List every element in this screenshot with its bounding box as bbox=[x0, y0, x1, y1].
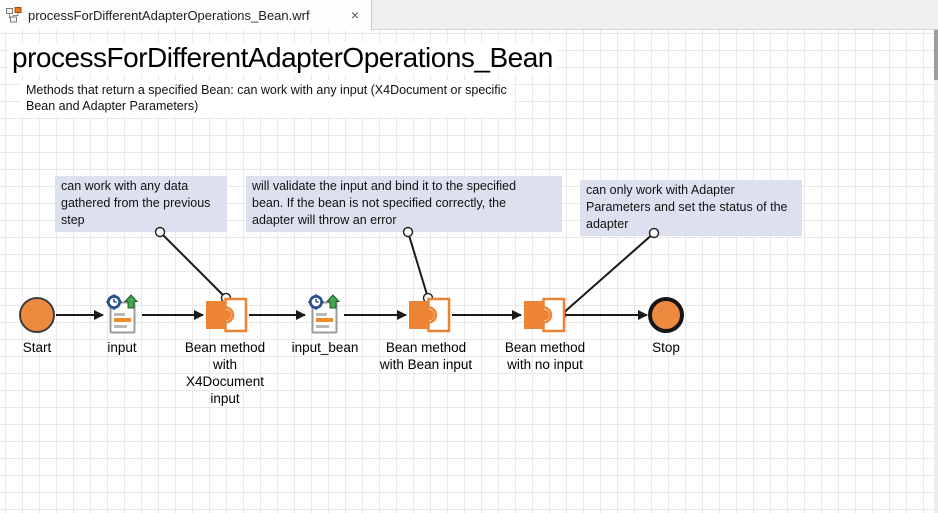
editor-tab[interactable]: processForDifferentAdapterOperations_Bea… bbox=[0, 0, 372, 30]
node-bean-method-x4document[interactable] bbox=[204, 297, 248, 338]
node-label-input-bean: input_bean bbox=[291, 340, 359, 355]
scrollbar-thumb[interactable] bbox=[934, 30, 938, 80]
vertical-scrollbar[interactable] bbox=[934, 30, 938, 513]
editor-tab-bar: processForDifferentAdapterOperations_Bea… bbox=[0, 0, 938, 30]
bean-method-icon bbox=[206, 297, 248, 333]
diagram-title: processForDifferentAdapterOperations_Bea… bbox=[8, 42, 557, 74]
node-label-input: input bbox=[107, 340, 137, 355]
close-icon[interactable]: × bbox=[350, 7, 360, 23]
annotation-connector-3[interactable] bbox=[560, 232, 655, 316]
annotation-connector-2[interactable] bbox=[407, 231, 429, 299]
node-input-bean[interactable] bbox=[306, 293, 343, 340]
transition-arrow[interactable] bbox=[452, 310, 522, 320]
document-task-icon bbox=[307, 293, 341, 334]
diagram-canvas: processForDifferentAdapterOperations_Bea… bbox=[0, 30, 934, 513]
upload-arrow-icon bbox=[123, 294, 139, 309]
node-start-event[interactable] bbox=[19, 297, 55, 333]
gear-clock-icon bbox=[105, 293, 123, 311]
document-task-icon bbox=[105, 293, 139, 334]
transition-arrow[interactable] bbox=[565, 310, 648, 320]
annotation-note-2[interactable]: will validate the input and bind it to t… bbox=[246, 176, 562, 232]
annotation-note-3[interactable]: can only work with Adapter Parameters an… bbox=[580, 180, 802, 236]
tab-title: processForDifferentAdapterOperations_Bea… bbox=[28, 7, 310, 23]
transition-arrow[interactable] bbox=[344, 310, 407, 320]
bean-method-icon bbox=[524, 297, 566, 333]
node-input[interactable] bbox=[104, 293, 141, 340]
node-label-start: Start bbox=[22, 340, 52, 355]
annotation-note-1[interactable]: can work with any data gathered from the… bbox=[55, 176, 227, 232]
transition-arrow[interactable] bbox=[142, 310, 204, 320]
node-label-stop: Stop bbox=[652, 340, 680, 355]
node-label-bean-method-bean-input: Bean method with Bean input bbox=[379, 340, 473, 372]
gear-clock-icon bbox=[307, 293, 325, 311]
node-stop-event[interactable] bbox=[648, 297, 684, 333]
diagram-subtitle: Methods that return a specified Bean: ca… bbox=[20, 80, 513, 117]
transition-arrow[interactable] bbox=[56, 310, 104, 320]
node-label-bean-method-no-input: Bean method with no input bbox=[504, 340, 586, 372]
bean-method-icon bbox=[409, 297, 451, 333]
transition-arrow[interactable] bbox=[249, 310, 306, 320]
annotation-connector-1[interactable] bbox=[159, 231, 227, 299]
node-label-bean-method-x4document: Bean method with X4Document input bbox=[184, 340, 266, 406]
node-bean-method-no-input[interactable] bbox=[522, 297, 566, 338]
workflow-icon bbox=[6, 7, 22, 23]
upload-arrow-icon bbox=[325, 294, 341, 309]
node-bean-method-bean-input[interactable] bbox=[407, 297, 451, 338]
